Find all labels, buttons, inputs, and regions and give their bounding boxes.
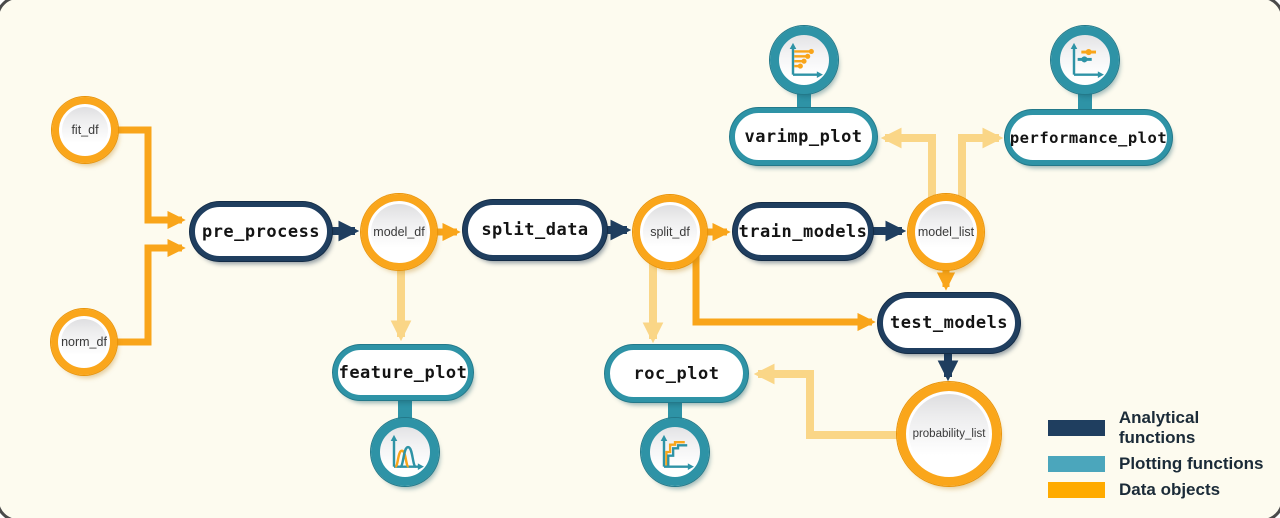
node-roc-plot-label: roc_plot xyxy=(633,363,720,384)
edge-model-list-to-varimp-plot xyxy=(880,127,936,210)
edge-model-list-to-performance-plot xyxy=(958,127,1004,210)
legend-swatch-plotting xyxy=(1048,456,1105,472)
node-pre-process: pre_process xyxy=(190,202,332,261)
performance-icon-connector xyxy=(1078,88,1092,116)
feature-plot-icon-circle xyxy=(371,418,439,486)
node-roc-plot: roc_plot xyxy=(605,345,748,402)
node-varimp-plot: varimp_plot xyxy=(730,108,877,165)
edge-fit-df-to-pre-process xyxy=(112,126,186,230)
roc-icon-connector xyxy=(668,396,682,424)
legend-label-data: Data objects xyxy=(1119,480,1221,499)
roc-plot-icon-circle xyxy=(641,418,709,486)
node-split-df-label: split_df xyxy=(650,225,690,239)
varimp-plot-icon-circle xyxy=(770,26,838,94)
edge-probability-list-to-roc-plot xyxy=(753,363,900,439)
performance-plot-icon-circle xyxy=(1051,26,1119,94)
node-fit-df-label: fit_df xyxy=(71,123,99,137)
pointrange-chart-icon xyxy=(1070,42,1104,78)
node-pre-process-label: pre_process xyxy=(201,221,321,242)
node-performance-plot: performance_plot xyxy=(1005,110,1172,165)
legend-label-plotting: Plotting functions xyxy=(1119,454,1264,473)
node-varimp-plot-label: varimp_plot xyxy=(744,126,863,147)
node-performance-plot-label: performance_plot xyxy=(1009,128,1168,147)
edge-split-df-to-test-models xyxy=(692,250,876,332)
node-test-models-label: test_models xyxy=(889,313,1009,333)
legend-label-analytical: Analytical functions xyxy=(1118,408,1200,447)
legend-item-data: Data objects xyxy=(1048,480,1280,500)
node-feature-plot: feature_plot xyxy=(333,345,473,400)
node-model-df: model_df xyxy=(361,194,437,270)
edge-norm-df-to-pre-process xyxy=(112,238,186,346)
node-split-df: split_df xyxy=(633,195,707,269)
legend-item-analytical: Analytical functions xyxy=(1048,408,1280,448)
legend: Analytical functions Plotting functions … xyxy=(1048,408,1280,506)
node-split-data: split_data xyxy=(463,200,607,260)
node-norm-df-label: norm_df xyxy=(61,335,107,349)
node-norm-df: norm_df xyxy=(51,309,117,375)
density-curves-icon xyxy=(390,434,424,470)
node-test-models: test_models xyxy=(878,293,1020,353)
node-train-models-label: train_models xyxy=(738,221,868,242)
feature-icon-connector xyxy=(398,394,412,424)
node-fit-df: fit_df xyxy=(52,97,118,163)
node-train-models: train_models xyxy=(733,203,873,260)
legend-swatch-data xyxy=(1048,482,1105,498)
node-model-list-label: model_list xyxy=(917,225,975,239)
node-probability-list-label: probability_list xyxy=(912,428,986,440)
node-model-df-label: model_df xyxy=(373,225,425,239)
lollipop-chart-icon xyxy=(789,42,823,78)
node-feature-plot-label: feature_plot xyxy=(338,362,468,383)
node-model-list: model_list xyxy=(908,194,984,270)
node-split-data-label: split_data xyxy=(481,220,589,240)
node-probability-list: probability_list xyxy=(897,382,1001,486)
legend-swatch-analytical xyxy=(1048,420,1105,436)
roc-curve-icon xyxy=(660,434,694,470)
legend-item-plotting: Plotting functions xyxy=(1048,454,1280,474)
